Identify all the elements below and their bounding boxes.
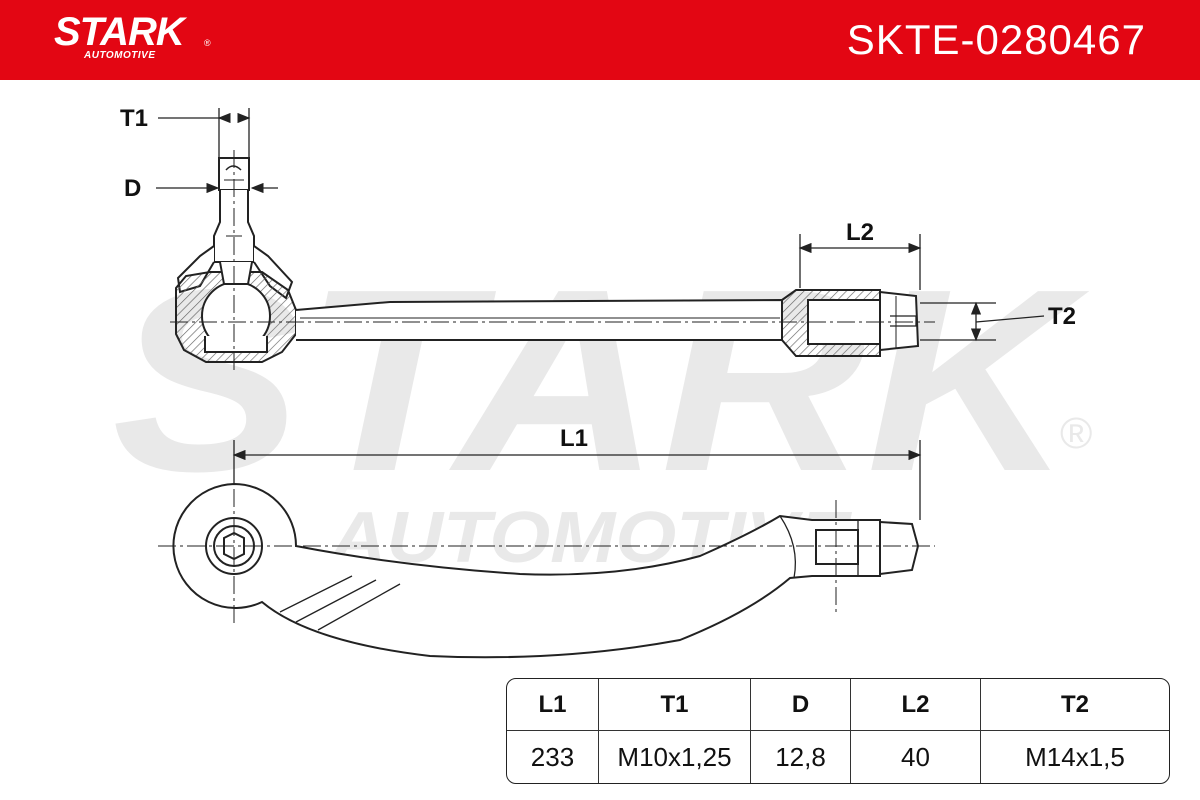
table-header-d: D <box>751 679 851 731</box>
part-number: SKTE-0280467 <box>846 16 1146 63</box>
registered-mark: ® <box>204 38 211 48</box>
header-bar: STARK AUTOMOTIVE ® SKTE-0280467 <box>0 0 1200 80</box>
dimensions-top <box>156 108 1045 520</box>
label-d: D <box>124 175 141 202</box>
table-header-t2: T2 <box>981 679 1169 731</box>
table-header-l2: L2 <box>851 679 981 731</box>
table-value-t1: M10x1,25 <box>599 731 751 783</box>
table-value-l1: 233 <box>507 731 599 783</box>
table-value-t2: M14x1,5 <box>1025 741 1125 772</box>
spec-table: L1 T1 D L2 T2 233 M10x1,25 12,8 40 M14x1… <box>506 678 1170 784</box>
label-t2: T2 <box>1048 303 1076 330</box>
tie-rod-side-view <box>175 157 920 363</box>
label-l2: L2 <box>846 219 874 246</box>
label-t1: T1 <box>120 105 148 132</box>
stark-logo: STARK AUTOMOTIVE ® <box>54 10 211 61</box>
table-value-l2: 40 <box>851 731 981 783</box>
table-header-l1: L1 <box>507 679 599 731</box>
table-header-t1: T1 <box>599 679 751 731</box>
tie-rod-top-view <box>172 482 920 659</box>
logo-text: STARK <box>54 10 185 54</box>
table-value-d: 12,8 <box>751 731 851 783</box>
logo-subtext: AUTOMOTIVE <box>84 50 156 61</box>
label-l1: L1 <box>560 425 588 452</box>
watermark-registered: ® <box>1060 409 1092 458</box>
